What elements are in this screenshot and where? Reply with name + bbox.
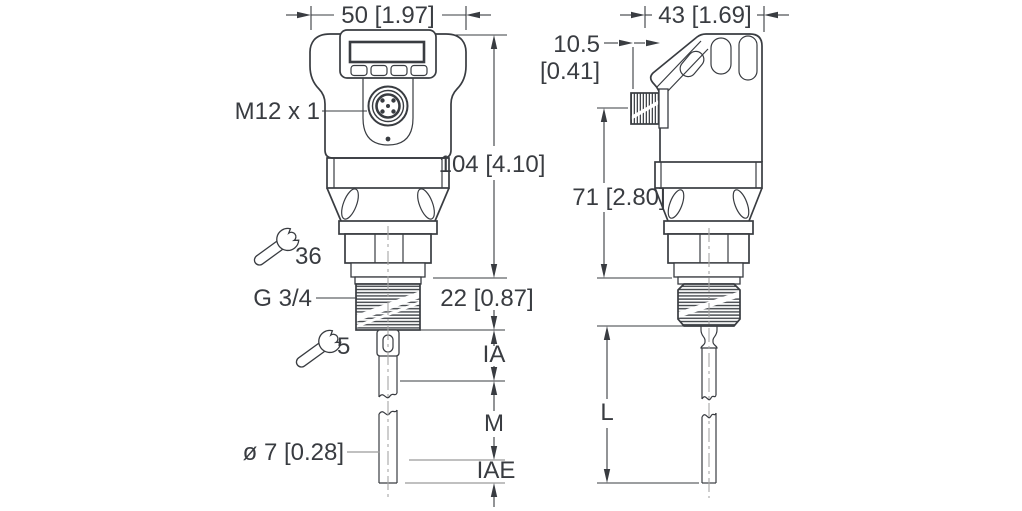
dim-front-width-label: 50 [1.97] <box>341 2 434 29</box>
dimension-thread-length: 22 [0.87] <box>402 285 534 331</box>
front-display-bezel <box>339 29 437 79</box>
dimension-side-width: 43 [1.69] <box>620 2 789 32</box>
dimension-probe-length: L <box>597 325 699 484</box>
dim-iae-label: IAE <box>477 457 516 484</box>
wrench-icon <box>295 329 342 368</box>
front-small-dot <box>385 136 391 142</box>
dimension-housing-height: 104 [4.10] <box>433 34 546 279</box>
wrench-icon <box>253 227 300 266</box>
side-right-cutout <box>732 189 750 219</box>
dimension-connector-protrusion: 10.5 [0.41] <box>540 31 660 89</box>
label-connector: M12 x 1 <box>235 98 367 125</box>
wrench-size-probe-label: 5 <box>337 333 350 360</box>
label-process-thread: G 3/4 <box>253 285 357 312</box>
dim-connector-protrusion-line1: 10.5 <box>553 31 600 58</box>
side-view <box>630 33 763 484</box>
m12-connector-face <box>367 85 409 127</box>
dimension-ia: IA <box>400 330 506 382</box>
front-base-block <box>326 157 450 189</box>
dim-ia-label: IA <box>483 341 506 368</box>
dim-thread-length-label: 22 [0.87] <box>440 285 533 312</box>
dim-probe-length-label: L <box>600 399 613 426</box>
process-thread-label: G 3/4 <box>253 285 312 312</box>
side-buttons <box>679 35 758 81</box>
dim-connector-protrusion-line2: [0.41] <box>540 58 600 85</box>
wrench-size-housing-label: 36 <box>295 243 322 270</box>
side-left-cutout <box>667 189 685 219</box>
dimension-front-width: 50 [1.97] <box>286 2 491 30</box>
dim-side-width-label: 43 [1.69] <box>658 2 751 29</box>
side-housing-head <box>649 33 763 162</box>
dimension-m: M <box>409 381 505 461</box>
dim-body-height-label: 71 [2.80] <box>572 184 665 211</box>
front-buttons <box>350 64 428 77</box>
front-connector-recess <box>362 78 414 146</box>
label-probe-diameter: ø 7 [0.28] <box>243 439 380 466</box>
dimension-iae: IAE <box>405 457 515 507</box>
side-base-block <box>654 161 763 189</box>
front-display-window <box>348 40 426 64</box>
probe-diameter-label: ø 7 [0.28] <box>243 439 344 466</box>
dim-m-label: M <box>484 410 504 437</box>
dim-housing-height-label: 104 [4.10] <box>439 151 546 178</box>
front-right-cutout <box>417 188 435 220</box>
front-left-cutout <box>341 188 359 220</box>
dimension-body-height: 71 [2.80] <box>572 107 672 279</box>
side-m12-connector <box>630 88 669 129</box>
connector-label: M12 x 1 <box>235 98 320 125</box>
